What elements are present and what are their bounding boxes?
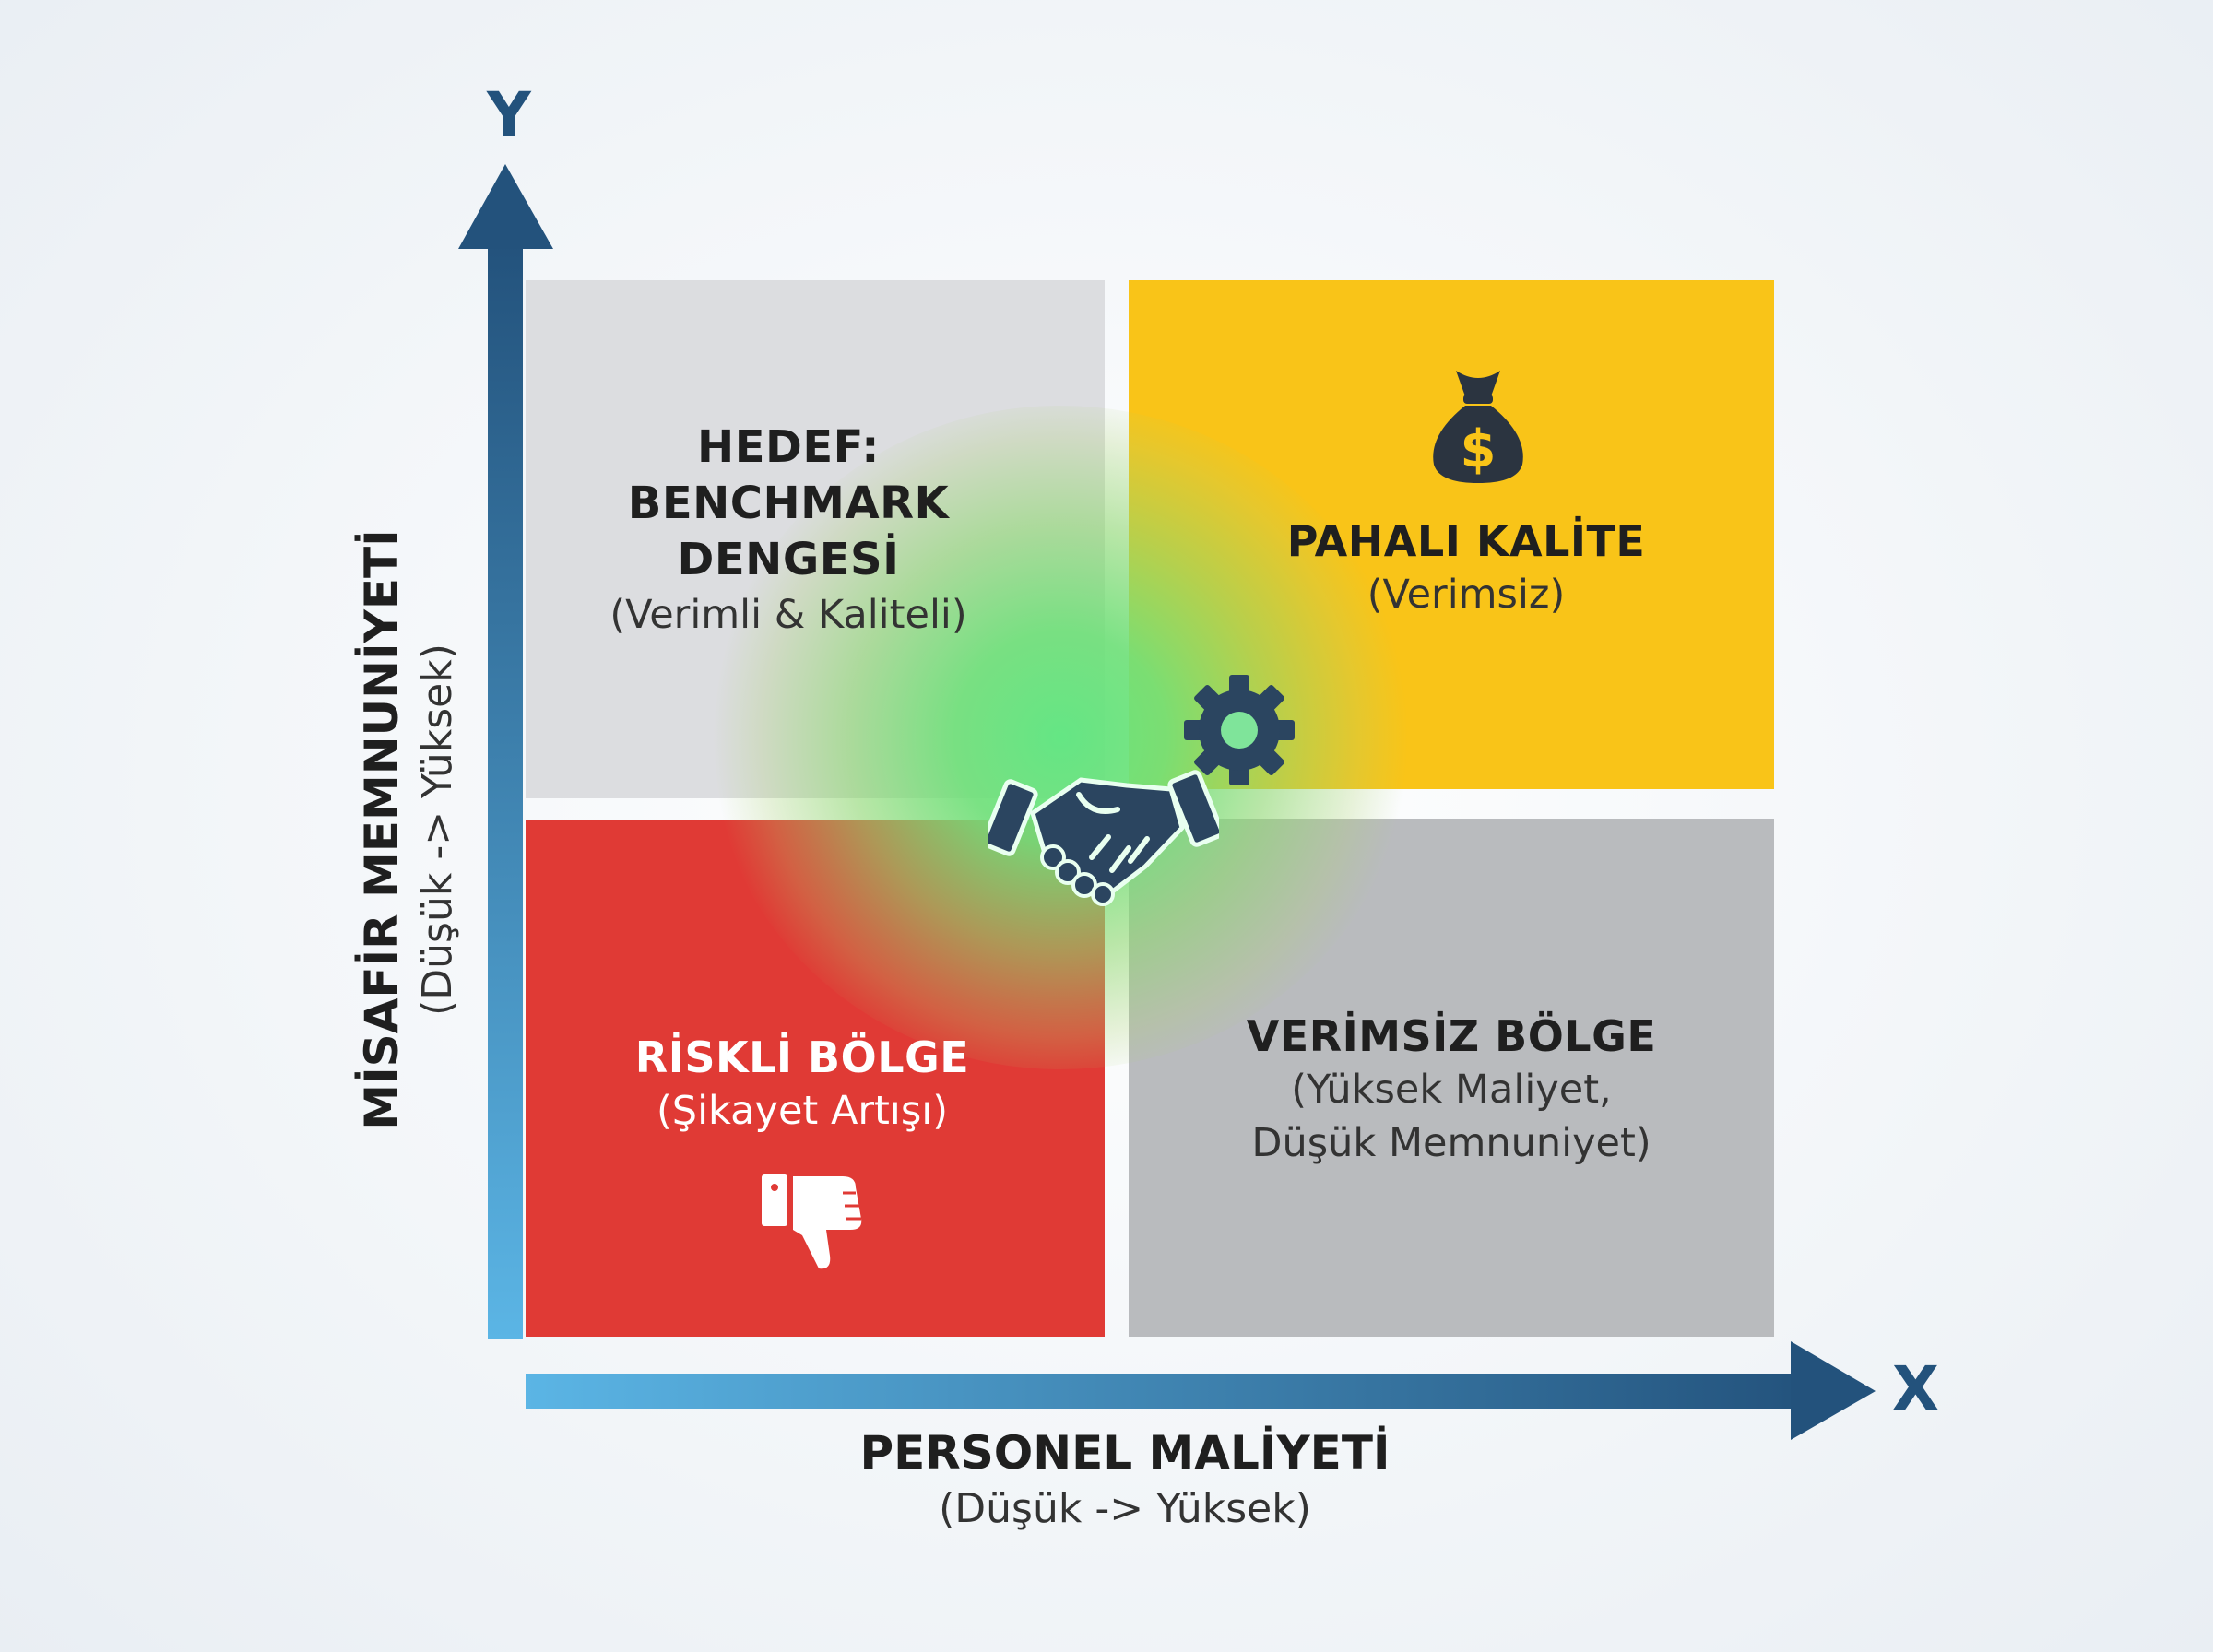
y-axis-arrow xyxy=(458,164,553,1339)
y-axis-letter: Y xyxy=(487,79,531,150)
svg-text:$: $ xyxy=(1461,419,1497,479)
x-axis-subtitle: (Düşük -> Yüksek) xyxy=(939,1485,1311,1532)
y-axis-subtitle: (Düşük -> Yüksek) xyxy=(414,643,461,1016)
quadrant-title: DENGESİ xyxy=(677,534,900,585)
quadrant-subtitle: (Şikayet Artışı) xyxy=(657,1088,948,1134)
quadrant-top-right-text: PAHALI KALİTE (Verimsiz) xyxy=(1153,514,1780,621)
x-axis-letter: X xyxy=(1892,1353,1939,1424)
y-axis-title: MİSAFİR MEMNUNİYETİ xyxy=(355,529,408,1130)
y-axis-label: MİSAFİR MEMNUNİYETİ (Düşük -> Yüksek) xyxy=(352,406,465,1254)
x-axis-title: PERSONEL MALİYETİ xyxy=(859,1426,1391,1480)
quadrant-title: HEDEF: xyxy=(697,421,880,473)
quadrant-title: PAHALI KALİTE xyxy=(1286,516,1646,566)
x-axis-arrow xyxy=(526,1341,1876,1440)
thumbs-down-icon xyxy=(762,1174,862,1269)
quadrant-bottom-right-text: VERİMSİZ BÖLGE (Yüksek Maliyet, Düşük Me… xyxy=(1129,1009,1774,1170)
quadrant-bottom-left-text: RİSKLİ BÖLGE (Şikayet Artışı) xyxy=(526,1031,1079,1138)
gear-icon xyxy=(1184,675,1295,785)
handshake-icon xyxy=(988,770,1219,906)
quadrant-subtitle: (Verimli & Kaliteli) xyxy=(609,592,967,638)
quadrant-title: VERİMSİZ BÖLGE xyxy=(1246,1011,1657,1061)
quadrant-top-left-text: HEDEF: BENCHMARK DENGESİ (Verimli & Kali… xyxy=(526,419,1051,642)
x-axis-label: PERSONEL MALİYETİ (Düşük -> Yüksek) xyxy=(701,1423,1549,1536)
quadrant-subtitle: (Verimsiz) xyxy=(1367,572,1566,618)
quadrant-title: RİSKLİ BÖLGE xyxy=(634,1032,970,1082)
money-bag-icon: $ xyxy=(1433,371,1523,483)
quadrant-title: BENCHMARK xyxy=(627,478,950,529)
quadrant-subtitle: Düşük Memnuniyet) xyxy=(1251,1120,1651,1166)
quadrant-subtitle: (Yüksek Maliyet, xyxy=(1291,1067,1612,1113)
